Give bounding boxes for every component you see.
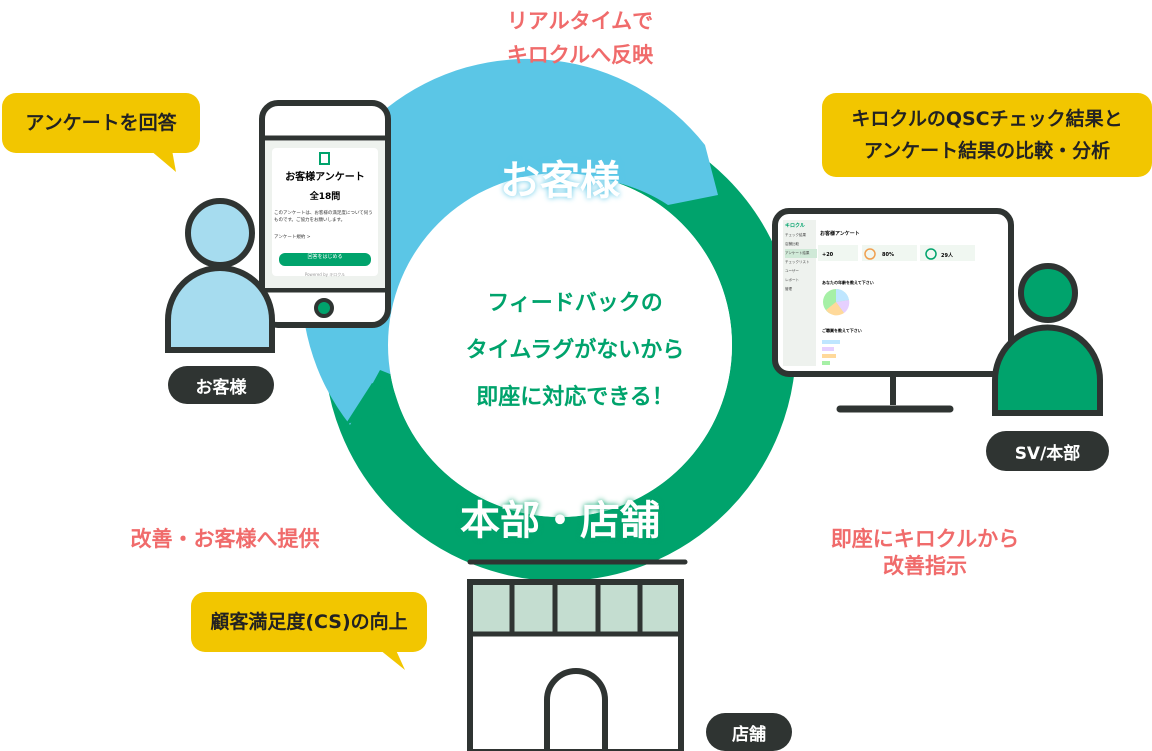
center-line-2: タイムラグがないから: [465, 338, 685, 363]
monitor-sidebar: キロクル チェック結果 店舗比較 アンケート結果 チェックリスト ユーザー レポ…: [785, 222, 817, 294]
sv-person-icon: [992, 263, 1103, 416]
instruct-label: 即座にキロクルから改善指示: [800, 526, 1050, 580]
stat-1: +20: [822, 252, 834, 258]
nav-item[interactable]: レポート: [785, 278, 799, 282]
realtime-label: リアルタイムでキロクルへ反映: [470, 4, 690, 72]
instruct-line-1: 即座にキロクルから: [830, 527, 1020, 551]
sv-tag: SV/本部: [986, 431, 1109, 471]
nav-item[interactable]: 店舗比較: [785, 242, 799, 246]
center-line-3: 即座に対応できる！: [476, 385, 674, 410]
cs-bubble: 顧客満足度(CS)の向上: [191, 592, 427, 652]
blue-arc-arrow: [301, 58, 718, 425]
realtime-line-2: キロクルへ反映: [506, 43, 654, 67]
compare-line-2: アンケート結果の比較・分析: [863, 140, 1111, 162]
question-1: あなたの年齢を教えて下さい: [822, 280, 874, 285]
nav-item[interactable]: アンケート結果: [785, 249, 817, 258]
phone-start-label[interactable]: 回答をはじめる: [307, 254, 343, 260]
center-message: フィードバックの タイムラグがないから 即座に対応できる！: [400, 280, 750, 421]
instruct-line-2: 改善指示: [883, 554, 967, 578]
realtime-line-1: リアルタイムで: [506, 9, 654, 33]
monitor-logo: キロクル: [785, 223, 805, 229]
customer-person-icon: [165, 198, 275, 353]
monitor-page-title: お客様アンケート: [820, 231, 860, 237]
phone-title: お客様アンケート: [285, 172, 365, 183]
phone-count: 全18問: [309, 192, 341, 202]
nav-item[interactable]: チェックリスト: [785, 260, 810, 264]
compare-line-1: キロクルのQSCチェック結果と: [851, 108, 1123, 130]
monitor-illustration: [772, 208, 1014, 413]
phone-desc: このアンケートは、お客様の満足度について伺うものです。ご協力をお願いします。: [274, 211, 373, 223]
compare-bubble: キロクルのQSCチェック結果とアンケート結果の比較・分析: [822, 93, 1152, 177]
nav-item[interactable]: 管理: [785, 287, 792, 291]
nav-item[interactable]: チェック結果: [785, 233, 806, 237]
answer-bubble: アンケートを回答: [2, 93, 200, 153]
stat-3: 29人: [941, 253, 953, 259]
store-tag: 店舗: [706, 713, 792, 751]
phone-footer: Powered by キロクル: [304, 272, 346, 277]
question-2: ご職業を教えて下さい: [822, 328, 862, 333]
smartphone-illustration: [259, 100, 391, 328]
clipboard-icon: [319, 152, 330, 165]
nav-item[interactable]: ユーザー: [785, 269, 799, 273]
stat-2: 80%: [882, 252, 894, 258]
customer-tag: お客様: [168, 366, 274, 404]
store-icon: [467, 559, 688, 751]
ring-bottom-label: 本部・店舗: [460, 498, 660, 544]
start-survey-button: [279, 253, 371, 266]
ring-top-label: お客様: [500, 158, 620, 204]
phone-screen: お客様アンケート 全18問 このアンケートは、お客様の満足度について伺うものです…: [274, 168, 376, 278]
center-line-1: フィードバックの: [487, 291, 663, 316]
phone-terms-link[interactable]: アンケート規約 >: [274, 235, 311, 240]
improve-label: 改善・お客様へ提供: [130, 527, 320, 551]
